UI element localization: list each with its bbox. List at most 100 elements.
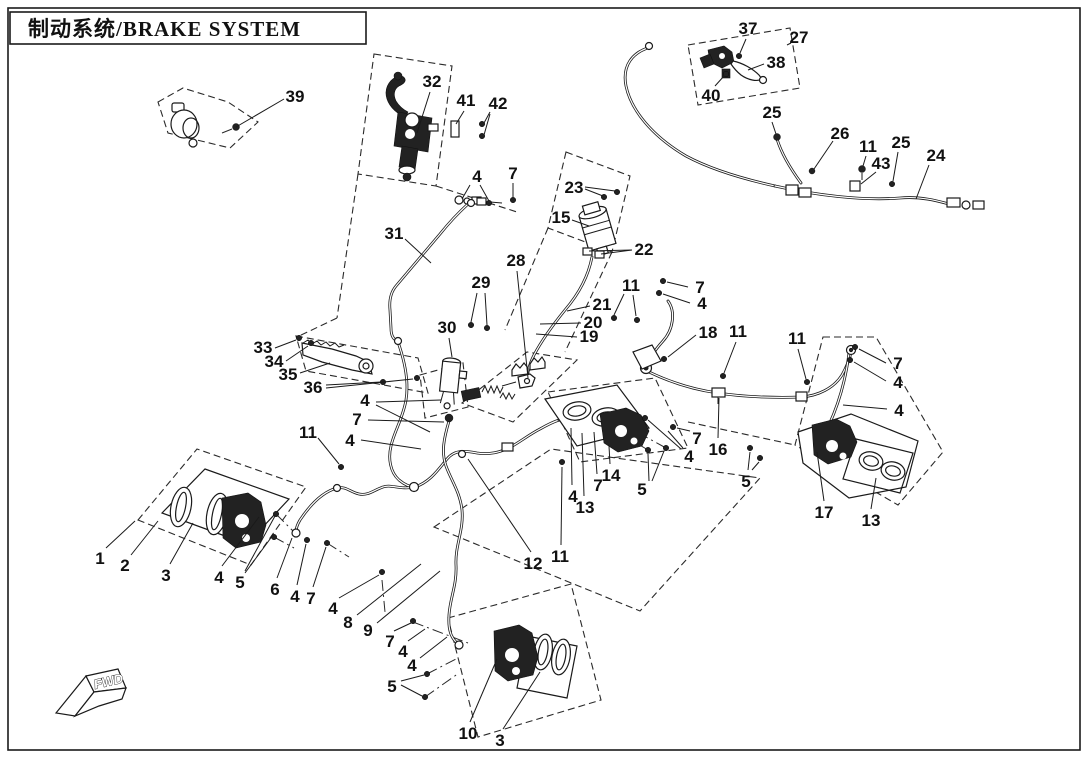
callout-4: 4 <box>894 401 904 420</box>
callout-4: 4 <box>568 487 578 506</box>
callout-leader-20 <box>539 322 582 325</box>
callout-5: 5 <box>235 573 244 592</box>
handbrake-cable-upper-core <box>624 46 776 187</box>
callout-4: 4 <box>345 431 355 450</box>
callout-leader-7 <box>666 281 689 288</box>
callout-2: 2 <box>120 556 129 575</box>
rear-master-cylinder <box>438 357 468 410</box>
callout-leader-3 <box>169 522 194 565</box>
callout-leader-29 <box>470 292 478 323</box>
callout-leader-6 <box>276 537 293 579</box>
group-box-linkage <box>460 351 579 423</box>
group-link-line <box>687 421 796 446</box>
callout-35: 35 <box>279 365 298 384</box>
callout-leader-11 <box>613 293 625 316</box>
front-hose-down-core <box>389 341 416 488</box>
callout-leader-17 <box>816 451 825 502</box>
callout-leader-4 <box>853 361 887 382</box>
callout-40: 40 <box>702 86 721 105</box>
callout-7: 7 <box>508 164 517 183</box>
callout-18: 18 <box>699 323 718 342</box>
callout-11: 11 <box>299 423 317 442</box>
fastener <box>663 445 670 452</box>
fastener <box>601 193 608 200</box>
callout-34: 34 <box>265 352 284 371</box>
assembly-axis-line <box>273 536 295 549</box>
callout-7: 7 <box>593 476 602 495</box>
pedal-linkage-assembly <box>460 355 546 402</box>
front-line-fittings <box>454 195 503 208</box>
callout-leader-7 <box>367 419 445 423</box>
group-box-rear-caliper <box>447 583 602 738</box>
callout-leader-32 <box>416 91 431 134</box>
callout-leader-34 <box>285 345 309 362</box>
fastener <box>468 322 475 329</box>
callout-leader-3 <box>502 671 541 730</box>
fastener <box>614 188 621 195</box>
fastener <box>510 196 517 203</box>
callout-8: 8 <box>343 613 352 632</box>
lever-knob <box>393 71 403 81</box>
callout-leader-39 <box>235 98 285 128</box>
callout-leader-15 <box>571 219 590 227</box>
callout-leader-11 <box>723 341 737 374</box>
parking-brake-lever-assembly <box>699 45 768 85</box>
callout-leader-4 <box>667 430 684 449</box>
callout-leader-33 <box>274 339 297 349</box>
callout-4: 4 <box>360 391 370 410</box>
callout-leader-23 <box>584 188 604 197</box>
group-box-right-caliper <box>794 336 944 506</box>
callout-4: 4 <box>398 642 408 661</box>
callout-11: 11 <box>622 276 640 295</box>
callout-37: 37 <box>739 19 758 38</box>
callout-25: 25 <box>892 133 911 152</box>
group-link-line <box>296 317 338 338</box>
page-title: 制动系统/BRAKE SYSTEM <box>28 17 301 41</box>
fastener <box>304 537 311 544</box>
clip-43 <box>849 180 861 192</box>
fastener <box>889 180 896 187</box>
callout-leader-8 <box>356 563 422 616</box>
brake-pad <box>858 451 884 471</box>
hose-junctions <box>291 336 857 650</box>
callout-38: 38 <box>767 53 786 72</box>
reservoir-cap <box>404 112 420 128</box>
inline-connector <box>501 442 514 452</box>
callout-4: 4 <box>407 656 417 675</box>
callout-24: 24 <box>927 146 946 165</box>
fastener <box>656 290 663 297</box>
callout-leader-10 <box>469 658 498 723</box>
callout-14: 14 <box>602 466 621 485</box>
group-link-line <box>564 251 613 353</box>
callout-43: 43 <box>872 154 891 173</box>
callout-11: 11 <box>729 322 747 341</box>
callout-leader-23 <box>584 186 616 192</box>
fastener <box>757 455 764 462</box>
callout-19: 19 <box>580 327 599 346</box>
banjo-rear-caliper <box>454 640 464 650</box>
cable-clamp-25 <box>773 133 781 141</box>
assembly-axis-line <box>221 128 233 134</box>
callout-leader-4 <box>479 184 490 202</box>
page-border <box>7 7 1081 751</box>
callout-7: 7 <box>385 632 394 651</box>
callout-17: 17 <box>815 503 834 522</box>
fastener <box>324 540 331 547</box>
fastener <box>720 373 727 380</box>
left-brake-caliper-group <box>160 468 291 549</box>
group-link-line <box>336 173 359 319</box>
fwd-label: FWD <box>92 671 125 692</box>
group-link-line <box>504 227 549 331</box>
callout-leader-14 <box>608 445 611 465</box>
callout-leader-4 <box>570 427 573 486</box>
callout-leader-37 <box>739 38 747 54</box>
callout-leader-12 <box>467 458 532 553</box>
callout-leader-41 <box>455 110 465 125</box>
callout-leader-36 <box>325 378 414 389</box>
fastener <box>559 459 566 466</box>
callout-15: 15 <box>552 208 571 227</box>
callout-22: 22 <box>635 240 654 259</box>
hose-guide-bracket <box>170 102 240 148</box>
handbrake-cable-branch <box>775 137 803 185</box>
